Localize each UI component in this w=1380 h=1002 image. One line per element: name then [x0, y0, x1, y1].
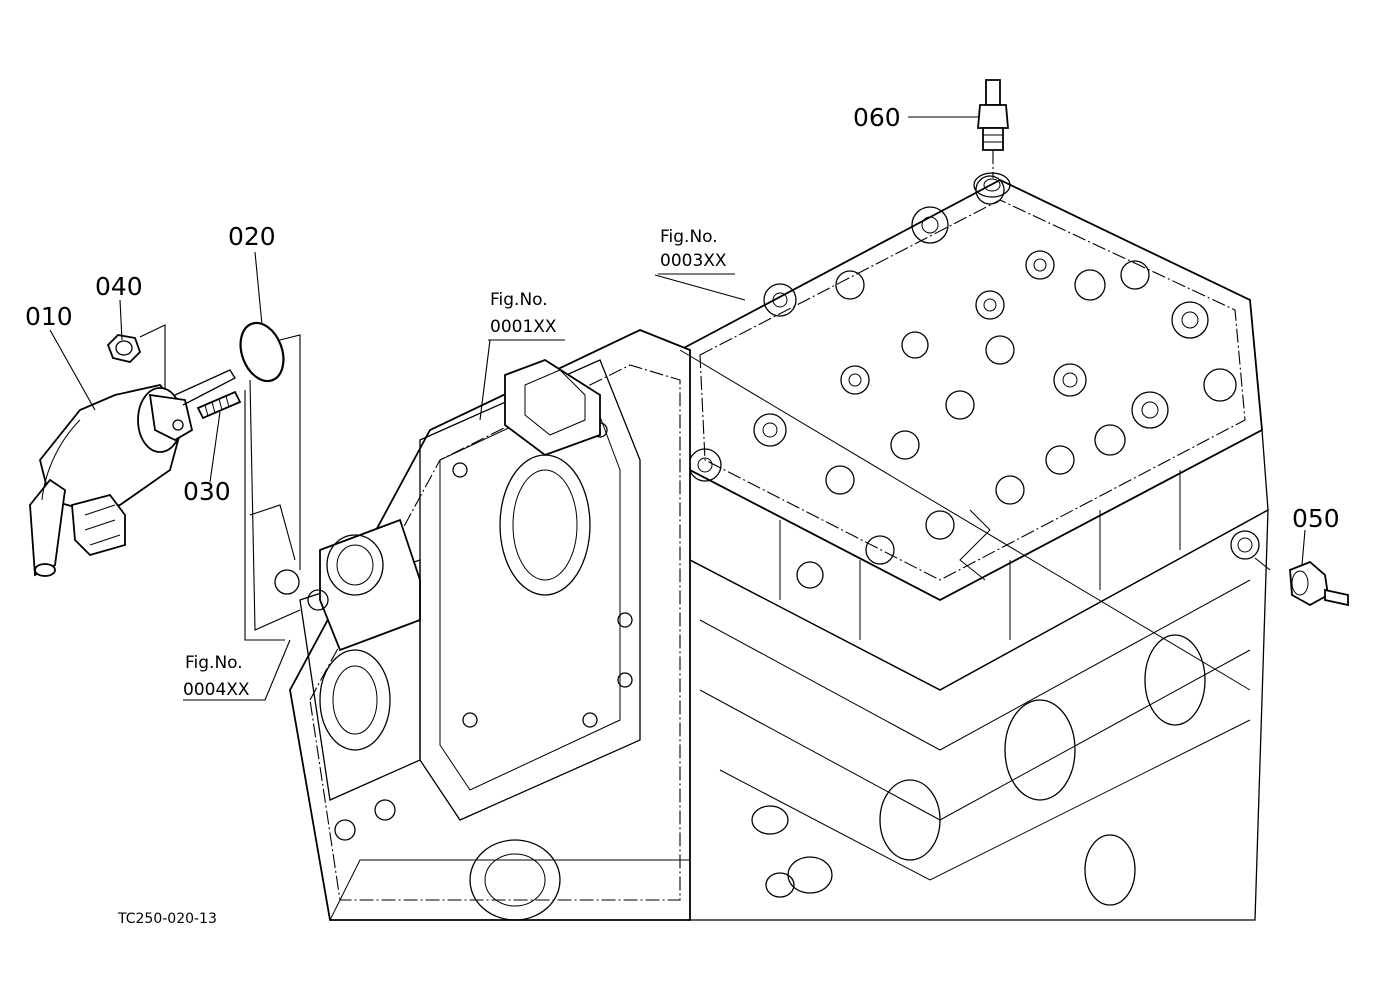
fig-ref-caption: Fig.No.	[185, 653, 243, 673]
part-label-010[interactable]: 010	[25, 302, 73, 331]
fig-ref-caption: Fig.No.	[490, 290, 548, 310]
part-label-050[interactable]: 050	[1292, 504, 1340, 533]
part-040-nut	[106, 334, 142, 363]
engine-block	[274, 172, 1269, 921]
part-label-020[interactable]: 020	[228, 222, 276, 251]
figure-references: Fig.No. 0001XX Fig.No. 0003XX Fig.No. 00…	[183, 227, 735, 700]
fig-ref-number: 0001XX	[490, 317, 557, 337]
fig-ref-0004xx[interactable]: Fig.No. 0004XX	[183, 653, 250, 700]
part-label-030[interactable]: 030	[183, 477, 231, 506]
leader-lines	[49, 116, 1306, 701]
fig-ref-number: 0003XX	[660, 251, 727, 271]
part-labels: 010 020 030 040 050 060	[25, 103, 1340, 533]
fig-ref-number: 0004XX	[183, 680, 250, 700]
part-060-temp-sender	[977, 79, 1009, 151]
fig-ref-0003xx[interactable]: Fig.No. 0003XX	[658, 227, 735, 275]
part-020-o-ring	[239, 321, 285, 383]
drawing-code: TC250-020-13	[117, 911, 217, 927]
part-030-stud	[196, 390, 242, 420]
part-label-040[interactable]: 040	[95, 272, 143, 301]
fig-ref-caption: Fig.No.	[660, 227, 718, 247]
fig-ref-0001xx[interactable]: Fig.No. 0001XX	[488, 290, 565, 341]
part-050-sensor	[1289, 560, 1349, 607]
part-label-060[interactable]: 060	[853, 103, 901, 132]
part-010-solenoid	[29, 369, 236, 577]
